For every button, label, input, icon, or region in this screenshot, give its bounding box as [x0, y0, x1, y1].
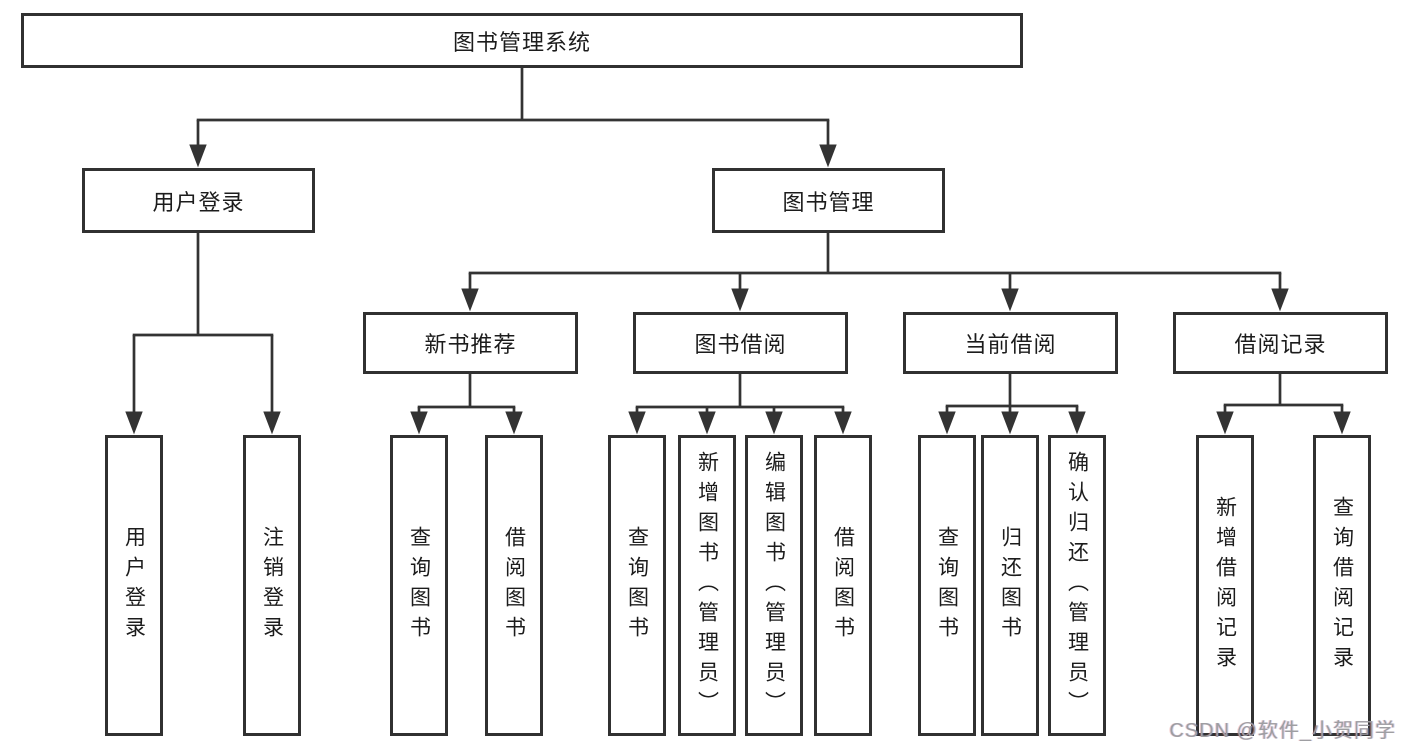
leaf-user-login-label: 用户登录	[122, 525, 146, 646]
node-book-management: 图书管理	[712, 168, 945, 233]
node-borrowing-records-label: 借阅记录	[1234, 332, 1327, 357]
leaf-logout: 注销登录	[243, 435, 301, 736]
leaf-query-books-current: 查询图书	[918, 435, 976, 736]
leaf-borrow-books-borrowing-label: 借阅图书	[831, 525, 855, 646]
leaf-logout-label: 注销登录	[260, 525, 284, 646]
leaf-query-books-newrec-label: 查询图书	[407, 525, 431, 646]
leaf-query-books-newrec: 查询图书	[390, 435, 448, 736]
node-root-label: 图书管理系统	[452, 29, 591, 55]
node-current-borrowing: 当前借阅	[903, 312, 1118, 374]
leaf-edit-book-admin-label: 编辑图书（管理员）	[762, 450, 786, 721]
leaf-query-books-borrowing-label: 查询图书	[625, 525, 649, 646]
leaf-return-book-label: 归还图书	[998, 525, 1022, 646]
node-borrowing-records: 借阅记录	[1173, 312, 1388, 374]
leaf-query-books-current-label: 查询图书	[935, 525, 959, 646]
leaf-query-borrow-record: 查询借阅记录	[1313, 435, 1371, 736]
leaf-borrow-books-borrowing: 借阅图书	[814, 435, 872, 736]
leaf-add-book-admin: 新增图书（管理员）	[678, 435, 736, 736]
node-user-login-label: 用户登录	[152, 189, 245, 215]
leaf-add-book-admin-label: 新增图书（管理员）	[695, 450, 719, 721]
leaf-add-borrow-record-label: 新增借阅记录	[1213, 495, 1237, 676]
connector-root-to-level2	[189, 68, 837, 168]
node-book-management-label: 图书管理	[782, 189, 875, 215]
connector-newbookrec-to-leaves	[410, 374, 523, 435]
connector-borrowrecords-to-leaves	[1216, 374, 1351, 435]
node-root: 图书管理系统	[21, 13, 1023, 68]
node-book-borrowing: 图书借阅	[633, 312, 848, 374]
leaf-confirm-return-admin-label: 确认归还（管理员）	[1065, 450, 1089, 721]
node-current-borrowing-label: 当前借阅	[964, 332, 1057, 357]
node-new-book-recommendation-label: 新书推荐	[424, 332, 517, 357]
leaf-query-books-borrowing: 查询图书	[608, 435, 666, 736]
leaf-user-login: 用户登录	[105, 435, 163, 736]
leaf-borrow-books-newrec-label: 借阅图书	[502, 525, 526, 646]
node-new-book-recommendation: 新书推荐	[363, 312, 578, 374]
node-book-borrowing-label: 图书借阅	[694, 332, 787, 357]
leaf-borrow-books-newrec: 借阅图书	[485, 435, 543, 736]
connector-bookborrow-to-leaves	[628, 374, 852, 435]
leaf-edit-book-admin: 编辑图书（管理员）	[745, 435, 803, 736]
leaf-return-book: 归还图书	[981, 435, 1039, 736]
connector-userlogin-to-leaves	[125, 233, 281, 435]
connector-bookmgmt-to-level3	[461, 233, 1289, 312]
watermark: CSDN @软件_小贺同学	[1169, 720, 1396, 742]
leaf-confirm-return-admin: 确认归还（管理员）	[1048, 435, 1106, 736]
connector-currentborrow-to-leaves	[938, 374, 1086, 435]
node-user-login: 用户登录	[82, 168, 315, 233]
leaf-query-borrow-record-label: 查询借阅记录	[1330, 495, 1354, 676]
leaf-add-borrow-record: 新增借阅记录	[1196, 435, 1254, 736]
